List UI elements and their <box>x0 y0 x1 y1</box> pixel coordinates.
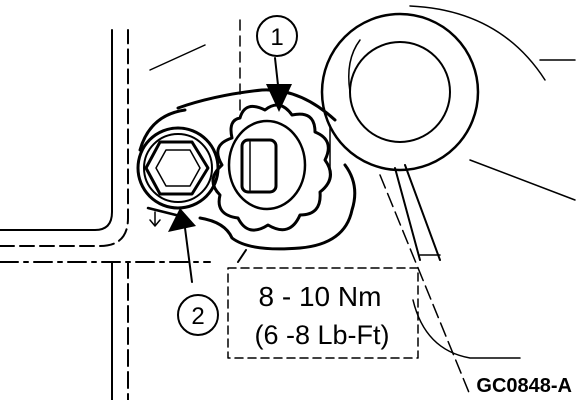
alignment-mark <box>149 211 161 227</box>
arrow-to-rotor-icon <box>266 84 292 112</box>
arrow-to-bolt-icon <box>168 208 196 232</box>
callout-2-number: 2 <box>191 303 204 330</box>
torque-imperial: (6 -8 Lb-Ft) <box>254 320 389 350</box>
pump-rotor-gear <box>211 103 332 232</box>
pump-bolt <box>136 126 220 210</box>
torque-metric: 8 - 10 Nm <box>259 281 382 312</box>
callout-2: 2 <box>177 294 219 336</box>
figure-code: GC0848-A <box>476 375 572 397</box>
callout-1-number: 1 <box>270 24 283 51</box>
callout-1: 1 <box>256 15 298 57</box>
callout-leaders <box>184 57 279 283</box>
crankshaft-hub <box>320 5 546 172</box>
torque-spec-box <box>227 267 419 359</box>
engine-block-outline <box>0 19 576 400</box>
pump-housing <box>138 88 357 263</box>
